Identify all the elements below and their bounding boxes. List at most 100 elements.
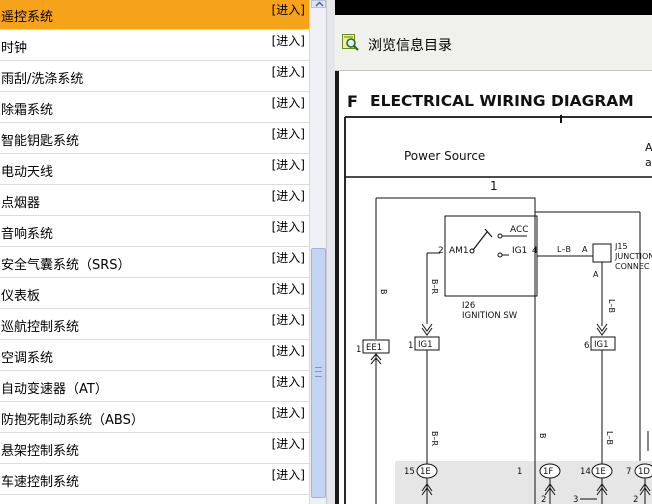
enter-link[interactable]: [进入] [271, 406, 305, 420]
connector-1f-label: 1F [543, 467, 553, 477]
list-item[interactable]: 巡航控制系统 [进入] [0, 309, 309, 340]
wire-br-label: B–R [430, 279, 439, 294]
enter-link[interactable]: [进入] [271, 344, 305, 358]
bottom-pin-2-left: 2 [541, 495, 546, 504]
wire-b-lower-label: B [538, 433, 547, 439]
list-item[interactable]: 遥控系统 [进入] [0, 0, 309, 30]
list-item-label: 仪表板 [1, 289, 41, 304]
list-item-label: 车速控制系统 [1, 475, 80, 490]
column-number: 1 [490, 179, 498, 193]
toolbar: 浏览信息目录 [335, 15, 652, 71]
list-item-label: 智能钥匙系统 [1, 134, 80, 149]
list-item-label: 自动变速器（AT） [1, 382, 108, 397]
ig1-left-pin-number: 1 [408, 341, 413, 351]
enter-link[interactable]: [进入] [271, 65, 305, 79]
wire-b-label: B [379, 289, 388, 295]
ee1-pin-number: 1 [356, 345, 361, 355]
wiring-diagram: F ELECTRICAL WIRING DIAGRAM Power Source… [335, 71, 652, 504]
connector-1e-label: 1E [420, 467, 431, 477]
list-item[interactable]: 仪表板 [进入] [0, 278, 309, 309]
connector-15-number: 15 [404, 467, 415, 477]
ig1-left-label: IG1 [418, 340, 433, 350]
list-item[interactable]: 除霜系统 [进入] [0, 92, 309, 123]
junction-label: JUNCTION [614, 252, 652, 261]
edge-a-label: A [645, 141, 652, 154]
list-item[interactable]: 车速控制系统 [进入] [0, 464, 309, 495]
list-item[interactable]: 点烟器 [进入] [0, 185, 309, 216]
list-item[interactable]: 空调系统[进入] [0, 340, 309, 371]
list-item-label: 巡航控制系统 [1, 320, 80, 335]
i26-label: I26 [462, 301, 475, 311]
list-item-label: 时钟 [1, 41, 28, 56]
diagram-title: ELECTRICAL WIRING DIAGRAM [370, 92, 634, 110]
enter-link[interactable]: [进入] [271, 3, 305, 17]
list-item[interactable]: 防抱死制动系统（ABS） [进入] [0, 402, 309, 433]
list-item[interactable]: 智能钥匙系统 [进入] [0, 123, 309, 154]
enter-link[interactable]: [进入] [271, 375, 305, 389]
list-item-label: 音响系统 [1, 227, 54, 242]
enter-link[interactable]: [进入] [271, 189, 305, 203]
section-letter: F [347, 92, 358, 111]
edge-a-lower-label: a [645, 156, 652, 169]
list-item[interactable]: 时钟 [进入] [0, 30, 309, 61]
list-item[interactable]: 音响系统 [进入] [0, 216, 309, 247]
list-item[interactable]: 安全气囊系统（SRS） [进入] [0, 247, 309, 278]
enter-link[interactable]: [进入] [271, 437, 305, 451]
scroll-grip-icon [315, 367, 322, 377]
list-scrollbar[interactable] [309, 0, 326, 504]
ig1-right-label: IG1 [594, 340, 609, 350]
top-dark-bar [335, 0, 652, 15]
connector-1-number: 1 [517, 467, 522, 477]
list-item-label: 除霜系统 [1, 103, 54, 118]
wire-lb-vertical-label: L–B [607, 299, 616, 313]
list-item-label: 遥控系统 [1, 10, 54, 25]
list-item-label: 悬架控制系统 [1, 444, 80, 459]
enter-link[interactable]: [进入] [271, 251, 305, 265]
power-source-label: Power Source [404, 149, 485, 163]
wiring-diagram-page: F ELECTRICAL WIRING DIAGRAM Power Source… [335, 71, 652, 504]
ig1-switch-label: IG1 [512, 246, 527, 256]
scroll-thumb[interactable] [311, 248, 326, 498]
ig1-right-pin-number: 6 [584, 341, 589, 351]
browse-catalog-label: 浏览信息目录 [368, 38, 452, 54]
list-item[interactable]: 雨刮/洗涤系统 [进入] [0, 61, 309, 92]
enter-link[interactable]: [进入] [271, 220, 305, 234]
pin-2-label: 2 [438, 246, 444, 256]
list-item[interactable]: 自动变速器（AT） [进入] [0, 371, 309, 402]
connector-14-number: 14 [580, 467, 591, 477]
wire-br-lower-label: B–R [430, 431, 439, 446]
document-pane: 浏览信息目录 F ELECTRICAL WIRING DIAGRAM Power… [335, 0, 652, 504]
enter-link[interactable]: [进入] [271, 282, 305, 296]
enter-link[interactable]: [进入] [271, 313, 305, 327]
list-item-label: 点烟器 [1, 196, 41, 211]
enter-link[interactable]: [进入] [271, 127, 305, 141]
list-item-label: 电动天线 [1, 165, 54, 180]
junction-a-top-label: A [582, 245, 588, 254]
ignition-sw-label: IGNITION SW [462, 311, 518, 321]
list-item-label: 安全气囊系统（SRS） [1, 258, 131, 273]
enter-link[interactable]: [进入] [271, 96, 305, 110]
junction-a-mid-label: A [593, 270, 599, 279]
connector-7-number: 7 [626, 467, 631, 477]
connector-1e-right-label: 1E [595, 467, 606, 477]
list-item-label: 雨刮/洗涤系统 [1, 72, 84, 87]
enter-link[interactable]: [进入] [271, 34, 305, 48]
enter-link[interactable]: [进入] [271, 158, 305, 172]
list-item-label: 防抱死制动系统（ABS） [1, 413, 144, 428]
wire-lb-horizontal-label: L–B [557, 245, 571, 254]
list-item[interactable]: 悬架控制系统 [进入] [0, 433, 309, 464]
am1-label: AM1 [449, 246, 469, 256]
pin-4-label: 4 [532, 246, 538, 256]
ee1-label: EE1 [366, 343, 382, 353]
pane-splitter[interactable] [326, 0, 335, 504]
list-item[interactable]: 电动天线 [进入] [0, 154, 309, 185]
scroll-up-button[interactable] [311, 0, 326, 8]
wire-lb-lower-label: L–B [605, 431, 614, 445]
enter-link[interactable]: [进入] [271, 468, 305, 482]
bottom-pin-3: 3 [573, 495, 578, 504]
acc-label: ACC [510, 225, 529, 235]
menu-list: 遥控系统 [进入] 时钟 [进入] 雨刮/洗涤系统 [进入] 除霜系统 [进入] 智能钥匙系统 [… [0, 0, 309, 504]
bottom-pin-2-right: 2 [633, 495, 638, 504]
catalog-search-icon [342, 34, 359, 51]
scroll-up-arrow-icon [315, 1, 324, 7]
